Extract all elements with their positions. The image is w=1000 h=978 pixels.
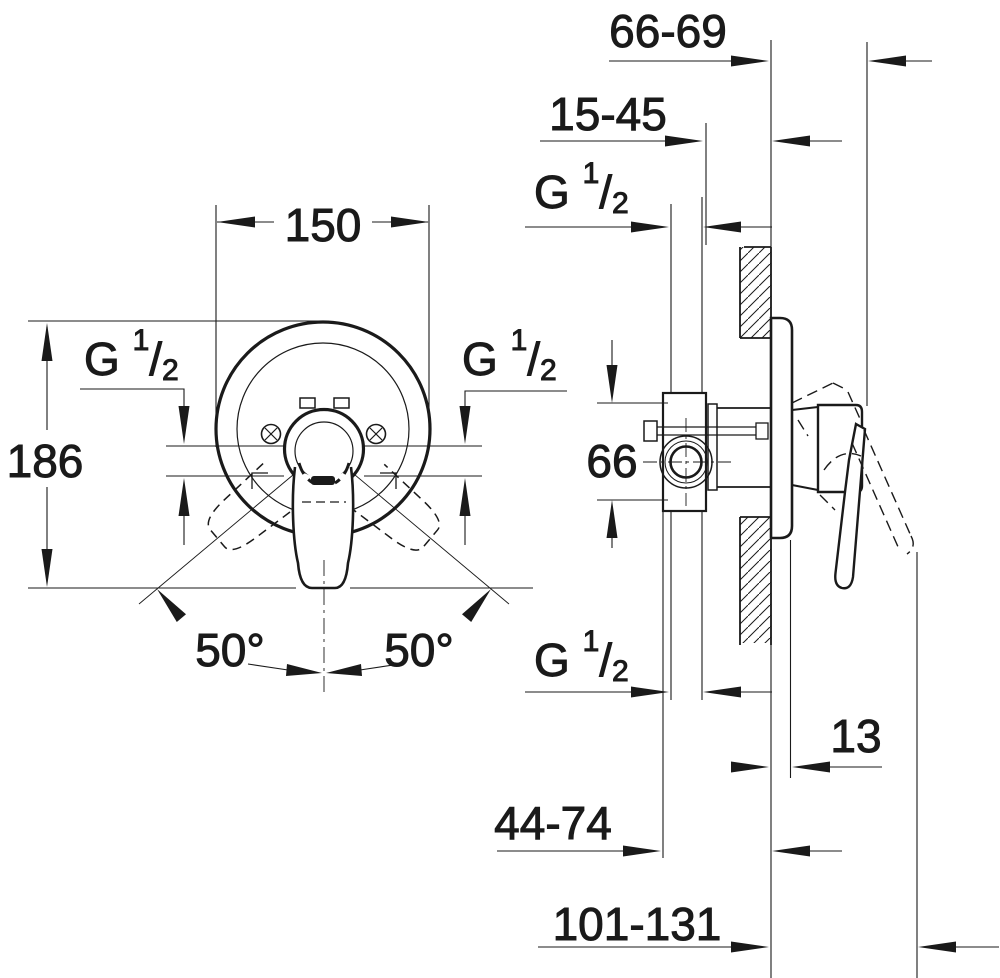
dim-label-g12-top: G 1/2 bbox=[534, 157, 629, 220]
handle-lever-side bbox=[834, 422, 867, 590]
lever-rotated-right bbox=[348, 463, 441, 551]
dim-label-150: 150 bbox=[285, 199, 362, 251]
mounting-plate bbox=[707, 403, 718, 491]
fixing-screw bbox=[643, 420, 769, 442]
dim-g12-front-left: G 1/2 bbox=[80, 324, 190, 545]
dim-44-74: 44-74 bbox=[494, 797, 842, 857]
dim-13: 13 bbox=[731, 710, 882, 773]
side-view bbox=[643, 316, 914, 590]
dim-label-186: 186 bbox=[7, 435, 84, 487]
dim-186: 186 bbox=[6, 323, 84, 587]
dim-label-13: 13 bbox=[830, 710, 881, 762]
dim-label-15-45: 15-45 bbox=[549, 88, 667, 140]
mounting-tab-right bbox=[333, 397, 350, 409]
dim-label-66: 66 bbox=[586, 435, 637, 487]
dim-50-degrees: 50° 50° bbox=[157, 589, 491, 677]
dim-label-g12-bottom: G 1/2 bbox=[534, 625, 629, 688]
front-view bbox=[138, 320, 510, 692]
angle-label-right: 50° bbox=[384, 624, 454, 676]
valve-body bbox=[661, 391, 708, 513]
screw-right bbox=[365, 423, 387, 445]
dim-label-66-69: 66-69 bbox=[609, 5, 727, 57]
dimensions: 66-69 15-45 G 1/2 150 bbox=[6, 5, 999, 953]
dim-101-131: 101-131 bbox=[538, 898, 999, 953]
handle-raised-dashed bbox=[791, 382, 914, 555]
dim-label-g12-front-right: G 1/2 bbox=[462, 324, 557, 387]
angle-label-left: 50° bbox=[195, 624, 265, 676]
lever-front bbox=[291, 462, 355, 590]
wall-hatch-lower bbox=[740, 517, 771, 643]
screw-left bbox=[260, 423, 282, 445]
mounting-tab-left bbox=[299, 397, 316, 409]
dim-label-g12-front-left: G 1/2 bbox=[84, 324, 179, 387]
dim-label-44-74: 44-74 bbox=[494, 797, 612, 849]
lever-rotated-left bbox=[207, 462, 299, 551]
dim-15-45: 15-45 bbox=[540, 88, 842, 147]
pipe-connection bbox=[643, 418, 731, 506]
dim-150: 150 bbox=[217, 199, 429, 252]
dim-66-69: 66-69 bbox=[609, 5, 932, 67]
wall-hatch-upper bbox=[740, 247, 771, 338]
lever-logo-mark bbox=[311, 476, 335, 485]
dim-66-side: 66 bbox=[586, 340, 668, 548]
dim-g12-front-right: G 1/2 bbox=[459, 324, 567, 545]
extension-lines bbox=[28, 40, 918, 978]
dim-g12-top: G 1/2 bbox=[525, 157, 772, 233]
wall-section bbox=[739, 246, 772, 645]
dim-label-101-131: 101-131 bbox=[553, 898, 722, 950]
dim-g12-bottom: G 1/2 bbox=[525, 625, 772, 698]
escutcheon-profile bbox=[769, 316, 794, 540]
